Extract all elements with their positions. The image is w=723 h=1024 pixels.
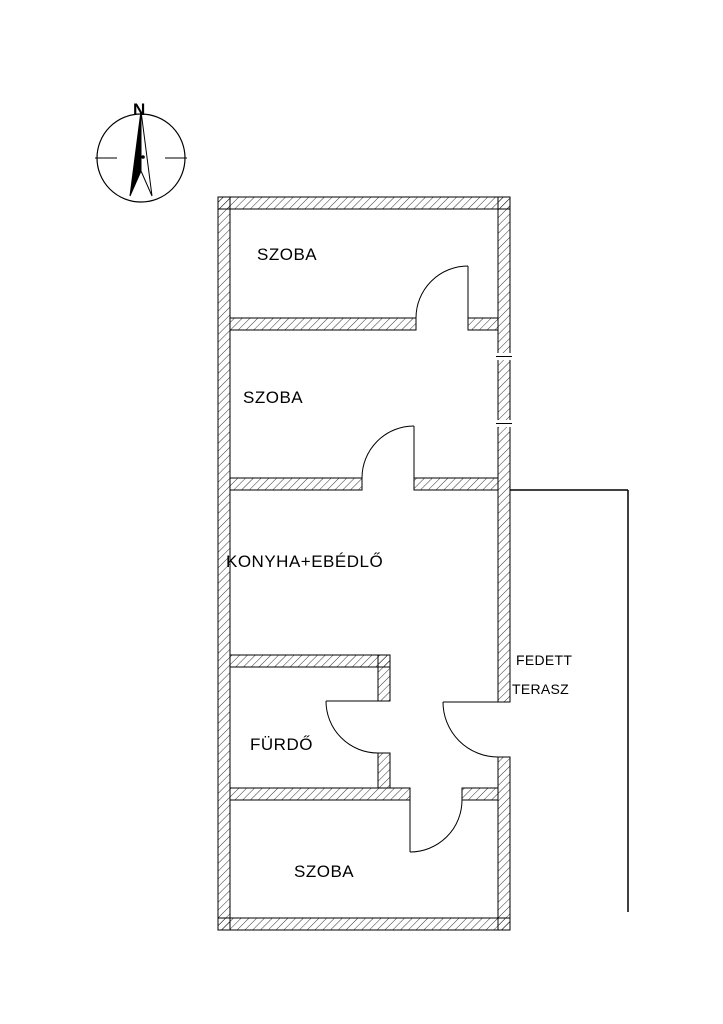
label-bathroom: FÜRDŐ bbox=[250, 735, 313, 754]
wall-room-top-divider-right bbox=[467, 317, 499, 331]
wall-room-bottom-divider-left bbox=[229, 787, 411, 801]
door-swing-arc bbox=[415, 265, 469, 319]
north-label: N bbox=[133, 100, 145, 119]
wall-exterior-right-upper bbox=[497, 196, 511, 703]
wall-exterior-top bbox=[217, 196, 511, 210]
terrace-outline bbox=[510, 489, 629, 912]
door-room-middle bbox=[361, 425, 415, 479]
door-swing-arc bbox=[409, 799, 463, 853]
doors bbox=[325, 265, 499, 853]
compass-needle-left bbox=[129, 110, 142, 197]
label-room-bottom: SZOBA bbox=[294, 862, 354, 881]
label-room-top: SZOBA bbox=[257, 245, 317, 264]
label-room-middle: SZOBA bbox=[243, 388, 303, 407]
door-room-bottom bbox=[409, 799, 463, 853]
door-swing-arc bbox=[361, 425, 415, 479]
door-bathroom bbox=[325, 700, 379, 754]
compass-needle-right bbox=[140, 110, 153, 197]
wall-bathroom-top bbox=[229, 654, 391, 668]
walls bbox=[217, 196, 511, 931]
wall-bathroom-right-lower bbox=[377, 752, 391, 789]
wall-room-top-divider-left bbox=[229, 317, 417, 331]
door-swing-arc bbox=[325, 700, 379, 754]
wall-room-middle-divider-right bbox=[413, 477, 499, 491]
door-room-top bbox=[415, 265, 469, 319]
wall-room-bottom-divider-right bbox=[461, 787, 499, 801]
wall-exterior-right-lower bbox=[497, 756, 511, 931]
label-kitchen-dining: KONYHA+EBÉDLŐ bbox=[226, 552, 383, 571]
wall-exterior-bottom bbox=[217, 917, 511, 931]
label-terrace-line1: FEDETT bbox=[516, 652, 572, 668]
wall-bathroom-right-upper bbox=[377, 654, 391, 702]
compass-center-dot bbox=[141, 155, 145, 159]
windows bbox=[496, 353, 512, 427]
room-labels: SZOBA SZOBA KONYHA+EBÉDLŐ FÜRDŐ SZOBA FE… bbox=[226, 245, 572, 881]
door-terrace bbox=[442, 701, 499, 758]
north-compass-icon: N bbox=[95, 100, 187, 203]
wall-room-middle-divider-left bbox=[229, 477, 363, 491]
door-swing-arc bbox=[442, 701, 499, 758]
label-terrace-line2: TERASZ bbox=[512, 681, 569, 697]
